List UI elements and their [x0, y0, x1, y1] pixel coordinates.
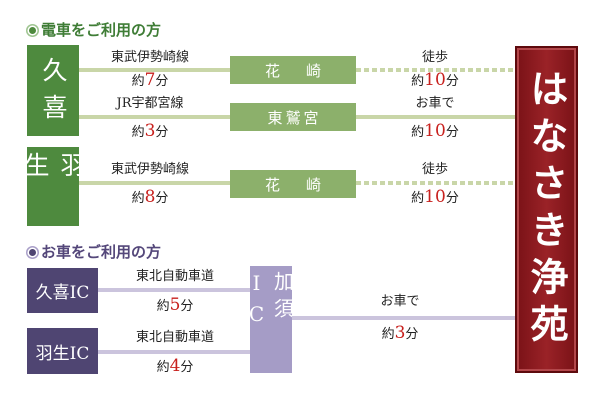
drive-time: 約5分	[115, 296, 235, 316]
time-value: 4	[169, 356, 181, 376]
time-prefix: 約	[381, 327, 395, 342]
time-suffix: 分	[180, 360, 194, 375]
leg-mode: お車で	[415, 96, 455, 111]
origin-label: 久喜	[39, 57, 68, 131]
train-section-header: 電車をご利用の方	[41, 21, 162, 39]
origin-box-kuki: 久喜	[27, 45, 79, 136]
rail-travel-time: 約3分	[90, 122, 210, 142]
time-suffix: 分	[445, 125, 459, 140]
drive-connector	[292, 316, 515, 320]
walk-dotted-connector	[356, 68, 515, 72]
leg-mode: お車で	[380, 294, 420, 309]
leg-time: 約10分	[385, 188, 485, 208]
time-prefix: 約	[131, 191, 145, 206]
destination-box: はなさき浄苑	[515, 46, 578, 373]
car-section-bullet-icon	[29, 249, 36, 256]
time-suffix: 分	[405, 327, 419, 342]
rail-line-connector	[79, 68, 230, 72]
rail-line-name: 東武伊勢崎線	[110, 50, 189, 65]
time-value: 10	[424, 187, 446, 207]
station-label: 花崎	[264, 175, 347, 194]
station-box-hanasaki: 花崎	[230, 170, 356, 198]
time-value: 10	[424, 121, 446, 141]
leg-mode: 徒歩	[421, 50, 448, 65]
destination-label: はなさき浄苑	[524, 69, 569, 351]
time-value: 3	[394, 323, 406, 343]
car-section-header: お車をご利用の方	[41, 243, 162, 261]
leg-time: 約3分	[350, 324, 450, 344]
leg-time: 約10分	[385, 71, 485, 91]
ic-label: 羽生IC	[35, 343, 90, 364]
time-prefix: 約	[131, 74, 145, 89]
time-value: 5	[169, 295, 181, 315]
interchange-box-kazo: 加須IC	[245, 266, 295, 373]
time-value: 3	[144, 121, 156, 141]
ic-label: 久喜IC	[35, 283, 90, 303]
ic-box-hanyu: 羽生IC	[27, 328, 98, 374]
leg-mode: 徒歩	[421, 162, 448, 177]
time-prefix: 約	[131, 125, 145, 140]
time-suffix: 分	[180, 299, 194, 314]
road-name: 東北自動車道	[135, 269, 214, 284]
expressway-connector	[98, 288, 250, 292]
train-section-bullet-icon	[29, 27, 36, 34]
drive-time: 約4分	[115, 357, 235, 377]
station-label: 東鷲宮	[267, 108, 322, 127]
rail-travel-time: 約8分	[90, 188, 210, 208]
interchange-label: 加須IC	[244, 271, 295, 333]
origin-box-hanyu: 羽生	[21, 147, 86, 226]
rail-line-connector	[79, 181, 230, 185]
time-suffix: 分	[155, 125, 169, 140]
rail-travel-time: 約7分	[90, 71, 210, 91]
time-value: 8	[144, 187, 156, 207]
rail-line-name: JR宇都宮線	[116, 96, 184, 111]
drive-connector	[356, 115, 515, 119]
leg-time: 約10分	[385, 122, 485, 142]
time-prefix: 約	[411, 125, 425, 140]
rail-line-connector	[79, 115, 230, 119]
ic-box-kuki: 久喜IC	[27, 268, 98, 313]
time-prefix: 約	[156, 299, 170, 314]
time-prefix: 約	[156, 360, 170, 375]
time-suffix: 分	[445, 191, 459, 206]
time-prefix: 約	[411, 74, 425, 89]
time-value: 7	[144, 70, 156, 90]
expressway-connector	[98, 350, 250, 354]
rail-line-name: 東武伊勢崎線	[110, 162, 189, 177]
time-suffix: 分	[155, 74, 169, 89]
walk-dotted-connector	[356, 181, 515, 185]
station-label: 花崎	[264, 61, 347, 80]
origin-label: 羽生	[21, 152, 86, 192]
time-suffix: 分	[445, 74, 459, 89]
road-name: 東北自動車道	[135, 330, 214, 345]
time-suffix: 分	[155, 191, 169, 206]
station-box-hanasaki: 花崎	[230, 56, 356, 84]
time-value: 10	[424, 70, 446, 90]
station-box-higashiwashinomiya: 東鷲宮	[230, 103, 356, 131]
time-prefix: 約	[411, 191, 425, 206]
